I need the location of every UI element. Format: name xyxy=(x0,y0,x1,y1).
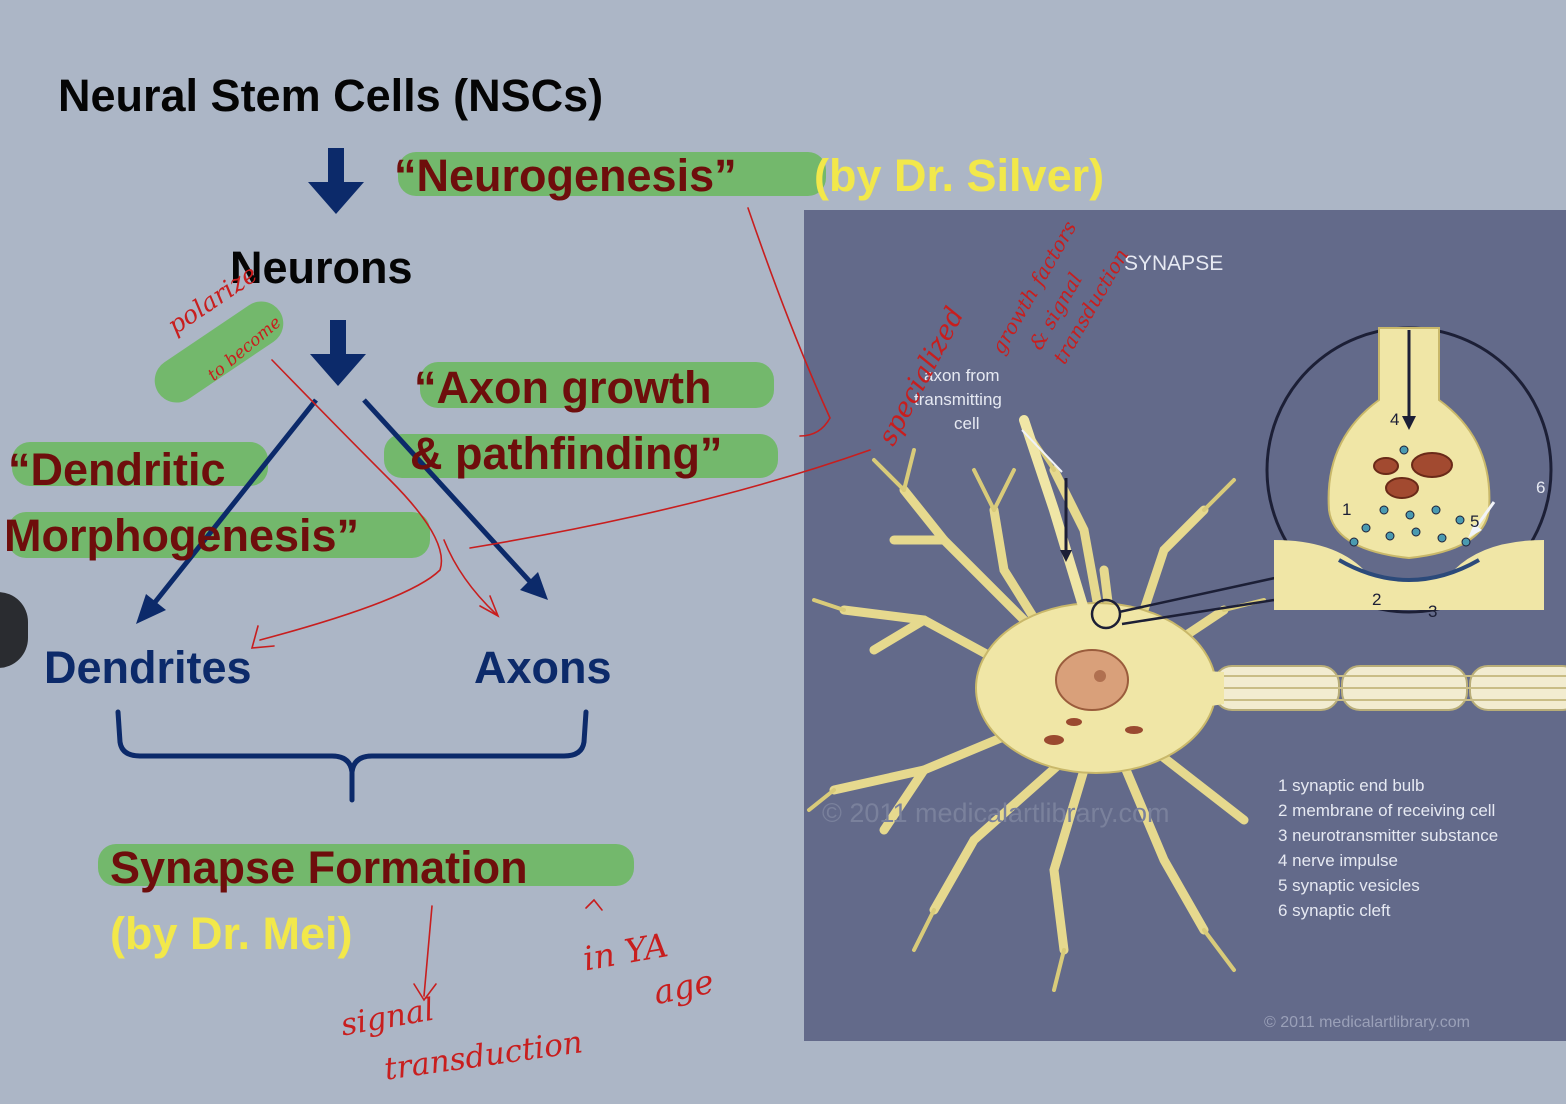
highlight-dendritic-1 xyxy=(12,442,268,486)
down-arrow-icon xyxy=(310,320,366,386)
axon-label-2: transmitting xyxy=(914,390,1002,409)
title-nscs: Neural Stem Cells (NSCs) xyxy=(58,70,604,121)
down-arrow-icon xyxy=(308,148,364,214)
label-axon-growth-1: “Axon growth xyxy=(414,362,712,413)
legend-item-5: 5 synaptic vesicles xyxy=(1278,876,1420,895)
flow-diagram xyxy=(115,148,589,803)
legend-item-4: 4 nerve impulse xyxy=(1278,851,1399,870)
legend-item-2: 2 membrane of receiving cell xyxy=(1278,801,1496,820)
label-neurons: Neurons xyxy=(230,242,413,293)
label-axons: Axons xyxy=(474,642,612,693)
callout-1: 1 xyxy=(1342,500,1352,519)
watermark-center: © 2011 medicalartlibrary.com xyxy=(822,798,1170,828)
callout-3: 3 xyxy=(1428,602,1438,621)
highlight-axon-growth-1 xyxy=(420,362,774,408)
label-neurogenesis: “Neurogenesis” xyxy=(394,150,737,201)
callout-4: 4 xyxy=(1390,410,1400,429)
callout-6: 6 xyxy=(1536,478,1546,497)
legend-item-3: 3 neurotransmitter substance xyxy=(1278,826,1499,845)
label-dendritic-1: “Dendritic xyxy=(8,444,226,495)
label-by-dr-mei: (by Dr. Mei) xyxy=(110,908,353,959)
axon-label-1: axon from xyxy=(924,366,1000,385)
label-axon-growth-2: & pathfinding” xyxy=(410,428,723,479)
callout-5: 5 xyxy=(1470,512,1480,531)
synapse-figure: SYNAPSE axon from transmitting cell 1 2 … xyxy=(804,210,1566,1041)
highlight-neurogenesis xyxy=(398,152,826,196)
right-arrow-icon xyxy=(362,398,548,600)
left-arrow-icon xyxy=(136,398,318,624)
watermark-corner: © 2011 medicalartlibrary.com xyxy=(1264,1014,1470,1031)
axon-label-3: cell xyxy=(954,414,980,433)
label-dendrites: Dendrites xyxy=(44,642,252,693)
figure-title: SYNAPSE xyxy=(1124,252,1224,275)
brace-icon xyxy=(115,709,589,803)
highlight-axon-growth-2 xyxy=(384,434,778,478)
neuron-illustration-icon xyxy=(807,326,1566,992)
legend-item-1: 1 synaptic end bulb xyxy=(1278,776,1425,795)
label-by-dr-silver: (by Dr. Silver) xyxy=(814,150,1105,201)
callout-2: 2 xyxy=(1372,590,1382,609)
label-dendritic-2: Morphogenesis” xyxy=(4,510,360,561)
label-synapse-formation: Synapse Formation xyxy=(110,842,528,893)
legend-item-6: 6 synaptic cleft xyxy=(1278,901,1391,920)
highlight-synapse-formation xyxy=(98,844,634,886)
